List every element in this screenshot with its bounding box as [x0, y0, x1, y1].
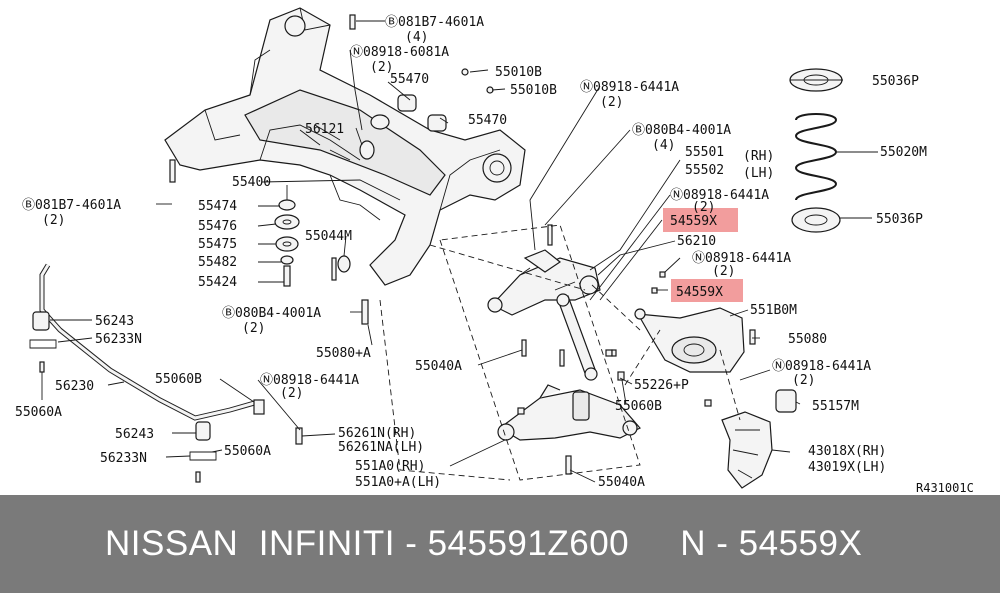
label-55080: 55080	[788, 332, 827, 347]
spring-link-illustration	[634, 307, 745, 373]
label-08918-6441a-far-right: Ⓝ08918-6441A(2)	[772, 359, 871, 388]
label-56261na-lh: 56261NA(LH)	[338, 440, 424, 455]
label-55400: 55400	[232, 175, 271, 190]
label-55475: 55475	[198, 237, 237, 252]
label-55060a-bottom: 55060A	[224, 444, 271, 459]
part-number-banner: NISSAN INFINITI - 545591Z600 N - 54559X	[0, 495, 1000, 593]
label-55040a-mid: 55040A	[415, 359, 462, 374]
label-55060b-left: 55060B	[155, 372, 202, 387]
label-55474: 55474	[198, 199, 237, 214]
part-labels: Ⓑ081B7-4601A(4) Ⓝ08918-6081A(2) 55010B 5…	[15, 15, 974, 495]
label-551a0-plus-a-lh: 551A0+A(LH)	[355, 475, 441, 490]
label-56121: 56121	[305, 122, 344, 137]
label-55476: 55476	[198, 219, 237, 234]
coil-spring-illustration	[789, 68, 843, 233]
label-081b7-4601a-left: Ⓑ081B7-4601A(2)	[22, 198, 121, 228]
label-080b4-4001a-mid: Ⓑ080B4-4001A(2)	[222, 306, 321, 336]
label-55036p-top: 55036P	[872, 74, 919, 89]
label-55226-plus-p: 55226+P	[634, 378, 689, 393]
label-56230: 56230	[55, 379, 94, 394]
subframe-illustration	[164, 7, 526, 286]
label-43018x-rh: 43018X(RH)	[808, 444, 886, 459]
label-rh-55501: (RH)	[743, 149, 774, 164]
parts-diagram: Ⓑ081B7-4601A(4) Ⓝ08918-6081A(2) 55010B 5…	[15, 7, 974, 495]
toe-link-illustration	[556, 293, 598, 381]
mount-stack-illustration	[274, 185, 300, 287]
label-55157m: 55157M	[812, 399, 859, 414]
leader-lines	[41, 20, 878, 483]
label-56233n-top: 56233N	[95, 332, 142, 347]
label-55470-a: 55470	[390, 72, 429, 87]
label-55044m: 55044M	[305, 229, 352, 244]
assembly-dashed-lines	[379, 224, 741, 481]
label-55424: 55424	[198, 275, 237, 290]
label-080b4-4001a-top: Ⓑ080B4-4001A(4)	[632, 123, 731, 153]
label-56210: 56210	[677, 234, 716, 249]
label-55482: 55482	[198, 255, 237, 270]
label-r431001c: R431001C	[916, 481, 974, 495]
label-56233n-bottom: 56233N	[100, 451, 147, 466]
label-54559x-lower: 54559X	[676, 285, 723, 300]
label-08918-6441a-right: Ⓝ08918-6441A(2)	[692, 251, 791, 279]
fastener-illustrations	[331, 224, 756, 475]
label-55470-b: 55470	[468, 113, 507, 128]
lower-arm-illustration	[497, 384, 641, 441]
label-55040a-bottom: 55040A	[598, 475, 645, 490]
label-08918-6441a-top: Ⓝ08918-6441A(2)	[580, 80, 679, 110]
label-55080-plus-a: 55080+A	[316, 346, 371, 361]
label-551a0-rh: 551A0(RH)	[355, 459, 425, 474]
highlight-54559x-lower	[671, 279, 743, 302]
label-54559x-upper: 54559X	[670, 214, 717, 229]
label-55060a-left: 55060A	[15, 405, 62, 420]
label-56243-bottom: 56243	[115, 427, 154, 442]
label-08918-6081a: Ⓝ08918-6081A(2)	[350, 45, 449, 75]
label-lh-55502: (LH)	[743, 166, 774, 181]
label-43019x-lh: 43019X(LH)	[808, 460, 886, 475]
label-56243-top: 56243	[95, 314, 134, 329]
label-08918-6441a-bottom-left: Ⓝ08918-6441A(2)	[260, 373, 359, 401]
label-081b7-4601a-top: Ⓑ081B7-4601A(4)	[385, 15, 484, 45]
label-551b0m: 551B0M	[750, 303, 797, 318]
label-55502: 55502	[685, 163, 724, 178]
label-55036p-bottom: 55036P	[876, 212, 923, 227]
banner-text: NISSAN INFINITI - 545591Z600 N - 54559X	[105, 524, 863, 563]
label-55501: 55501	[685, 145, 724, 160]
label-55010b-a: 55010B	[495, 65, 542, 80]
label-56261n-rh: 56261N(RH)	[338, 426, 416, 441]
highlight-54559x-upper	[663, 208, 738, 232]
upper-arm-illustration	[487, 249, 601, 316]
label-55020m: 55020M	[880, 145, 927, 160]
label-08918-6441a-mid: Ⓝ08918-6441A(2)	[670, 188, 769, 215]
knuckle-illustration	[721, 389, 797, 489]
label-55010b-b: 55010B	[510, 83, 557, 98]
label-55060b-right: 55060B	[615, 399, 662, 414]
